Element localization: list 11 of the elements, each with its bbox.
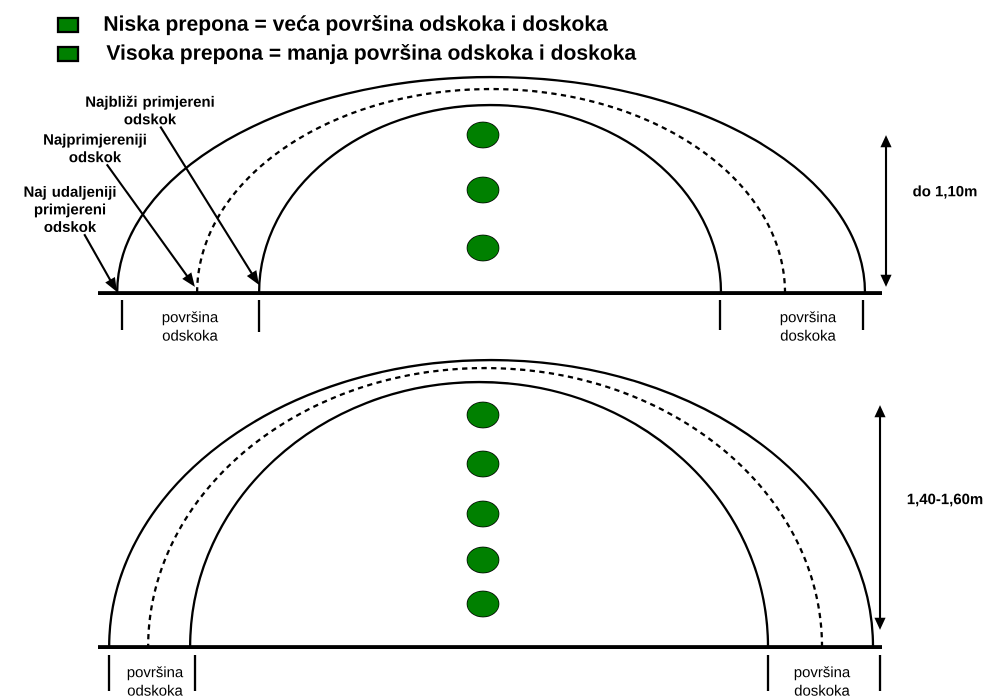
area-label: površina doskoka xyxy=(780,311,836,341)
area-label: površina doskoka xyxy=(794,666,850,696)
legend-text: Niska prepona = veća površina odskoka i doskoka xyxy=(104,14,608,36)
callout-text: Najbliži primjereni odskok xyxy=(86,96,214,124)
callout-text: Naj udaljeniji primjereni odskok xyxy=(24,186,116,232)
dimension-label: do 1,10m xyxy=(913,185,976,199)
area-label: površina odskoka xyxy=(162,311,218,341)
legend-text: Visoka prepona = manja površina odskoka i doskoka xyxy=(106,44,636,64)
callout-text: Najprimjereniji odskok xyxy=(44,134,146,162)
area-label: površina odskoka xyxy=(128,666,184,696)
dimension-label: 1,40-1,60m xyxy=(908,494,982,506)
